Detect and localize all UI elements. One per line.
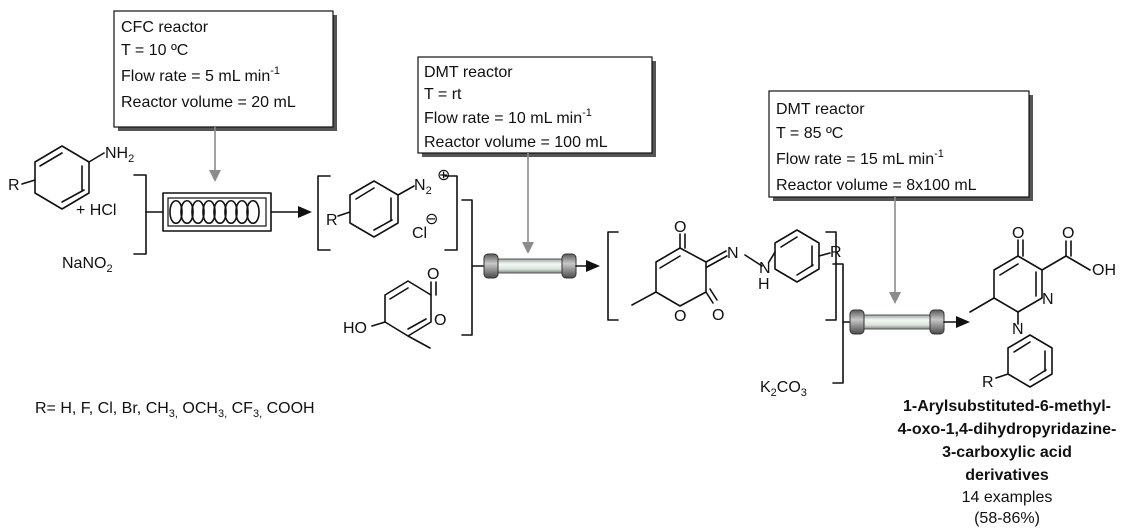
dmt-tube-reactor-2 [849, 309, 945, 335]
hydrazone-n1: N [727, 245, 739, 262]
svg-text:Flow rate = 5 mL min-1: Flow rate = 5 mL min-1 [121, 65, 280, 85]
product-name-line: derivatives [965, 467, 1049, 484]
cfc-reactor-box: CFC reactor T = 10 ºC Flow rate = 5 mL m… [113, 10, 337, 131]
nitrite-subscript: 2 [106, 263, 112, 275]
yield-range: (58-86%) [974, 510, 1040, 527]
product-hydroxyl: OH [1092, 262, 1116, 279]
svg-text:Flow rate = 15 mL min-1: Flow rate = 15 mL min-1 [776, 148, 944, 168]
product-carbonyl-oxygen: O [1012, 225, 1024, 242]
reactor-flow-exponent: -1 [270, 65, 280, 77]
product-caption: 1-Arylsubstituted-6-methyl- 4-oxo-1,4-di… [898, 398, 1117, 527]
reactor-flow-exponent: -1 [934, 148, 944, 160]
pyridazine-product: O O OH N N R [969, 225, 1116, 391]
product-acid-oxygen: O [1062, 225, 1074, 242]
callout-arrow-1 [209, 127, 221, 182]
example-count: 14 examples [962, 489, 1053, 506]
diazonium-r-group: R [326, 212, 338, 229]
pyranone-carbonyl-oxygen: O [427, 266, 439, 283]
reactor-title: DMT reactor [776, 101, 865, 118]
aniline-r-group: R [8, 177, 20, 194]
svg-text:N2: N2 [414, 177, 432, 197]
product-name-line: 1-Arylsubstituted-6-methyl- [903, 398, 1111, 415]
hydroxy-label: HO [343, 320, 367, 337]
hydrazone-intermediate: O O O N N H R [607, 219, 842, 325]
diazonium-salt: N2 ⊕ R Cl ⊖ [317, 167, 458, 251]
dmt-reactor-box-2: DMT reactor T = 85 ºC Flow rate = 15 mL … [768, 90, 1033, 201]
product-n1: N [1012, 321, 1024, 338]
arrow-2 [586, 260, 600, 272]
dmt-tube-reactor-1 [483, 253, 577, 279]
hcl-label: + HCl [76, 202, 116, 219]
svg-text:Flow rate = 10 mL min-1: Flow rate = 10 mL min-1 [424, 107, 592, 127]
hydrazone-n2: N [759, 260, 771, 277]
nitrite-label: NaNO [62, 255, 106, 272]
reactor-title: DMT reactor [424, 64, 513, 81]
product-n2: N [1042, 291, 1054, 308]
callout-arrow-2 [522, 153, 534, 254]
reactor-flow-rate: Flow rate = 5 mL min [121, 68, 270, 85]
combine-bracket-2 [832, 263, 844, 384]
hydrazone-lactone-oxygen: O [712, 307, 724, 324]
amine-subscript: 2 [128, 153, 134, 165]
reactor-volume: Reactor volume = 100 mL [424, 134, 608, 151]
reactor-flow-rate: Flow rate = 10 mL min [424, 110, 582, 127]
dmt-reactor-box-1: DMT reactor T = rt Flow rate = 10 mL min… [417, 56, 656, 157]
product-r-group: R [982, 374, 994, 391]
product-name-line: 3-carboxylic acid [942, 444, 1072, 461]
diazonium-nitrogen: N [414, 177, 426, 194]
combine-bracket-1 [461, 199, 473, 336]
svg-text:K2CO3: K2CO3 [760, 379, 807, 399]
reactor-volume: Reactor volume = 20 mL [121, 94, 296, 111]
substituent-list: R= H, F, Cl, Br, CH3, OCH3, CF3, COOH [35, 400, 315, 420]
reactor-volume: Reactor volume = 8x100 mL [776, 177, 977, 194]
diazonium-subscript: 2 [426, 185, 432, 197]
amine-group: NH [105, 145, 128, 162]
reactor-temperature: T = rt [424, 86, 462, 103]
reagent-bracket [133, 174, 147, 255]
pyranone-ring-oxygen: O [434, 312, 446, 329]
base-label: K [760, 379, 771, 396]
reactor-temperature: T = 85 ºC [776, 125, 843, 142]
callout-arrow-3 [889, 197, 901, 304]
reactor-title: CFC reactor [121, 19, 209, 36]
positive-charge: ⊕ [437, 167, 450, 184]
reactor-temperature: T = 10 ºC [121, 42, 188, 59]
pyranone-structure: O O HO [343, 266, 446, 349]
reactor-flow-exponent: -1 [582, 107, 592, 119]
reactor-flow-rate: Flow rate = 15 mL min [776, 151, 934, 168]
svg-text:NH2: NH2 [105, 145, 134, 165]
negative-charge: ⊖ [425, 211, 438, 228]
cfc-coil-reactor [162, 192, 272, 232]
arrow-1 [298, 206, 312, 218]
product-name-line: 4-oxo-1,4-dihydropyridazine- [898, 421, 1117, 438]
aniline-structure: NH2 R [8, 145, 134, 210]
arrow-3 [956, 316, 970, 328]
hydrazone-carbonyl-oxygen: O [674, 219, 686, 236]
hydrazone-ring-oxygen: O [674, 308, 686, 325]
chloride-label: Cl [412, 225, 427, 242]
svg-text:NaNO2: NaNO2 [62, 255, 113, 275]
hydrazone-nh: H [758, 276, 770, 293]
